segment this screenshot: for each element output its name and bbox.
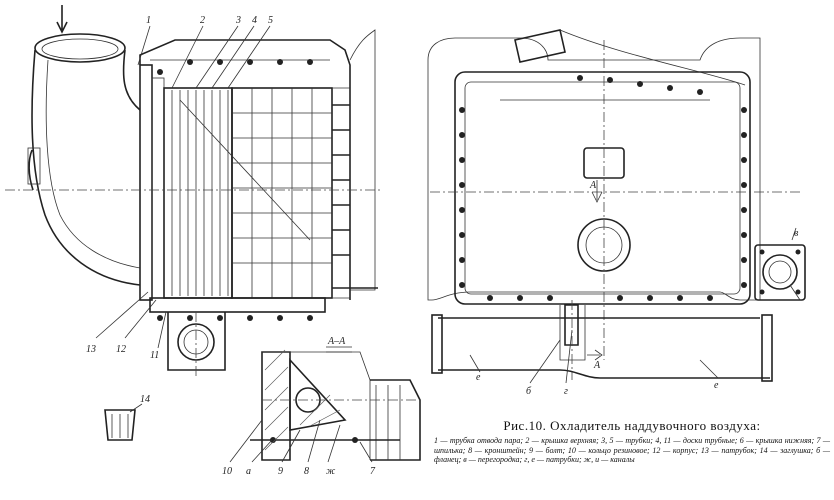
bottom-manifold — [431, 300, 773, 382]
outlet-nozzle-left — [167, 312, 226, 378]
label-g: г — [564, 386, 568, 397]
side-flange — [754, 227, 806, 301]
label-v: в — [794, 228, 799, 239]
label-14: 14 — [140, 394, 150, 405]
label-7: 7 — [370, 466, 376, 477]
label-zh: ж — [326, 466, 336, 477]
label-5: 5 — [268, 15, 273, 26]
label-1: 1 — [146, 15, 151, 26]
side-studs — [332, 104, 378, 289]
perimeter-bolts — [459, 75, 747, 301]
label-a: а — [246, 466, 251, 477]
caption-title: Рис.10. Охладитель наддувочного воздуха: — [503, 418, 761, 433]
label-section-arrow-bottom: А — [593, 360, 601, 371]
label-section-arrow-top: А — [589, 180, 597, 191]
label-8: 8 — [304, 466, 309, 477]
label-e-left: е — [476, 372, 481, 383]
label-10: 10 — [222, 466, 232, 477]
label-13: 13 — [86, 344, 96, 355]
cell-grid — [179, 87, 333, 299]
label-12: 12 — [116, 344, 126, 355]
upper-cover — [139, 39, 351, 300]
cooler-housing — [454, 71, 751, 305]
label-section: А–А — [327, 336, 346, 347]
bottom-bolts — [157, 315, 313, 321]
inlet-arrow — [56, 5, 68, 34]
leader-lines-left — [95, 25, 271, 349]
left-view — [5, 5, 380, 378]
detail-view — [250, 349, 421, 461]
tube-plate-left — [139, 64, 153, 301]
inlet-elbow — [27, 33, 141, 286]
label-b: б — [526, 386, 532, 397]
label-4: 4 — [252, 15, 257, 26]
label-2: 2 — [200, 15, 205, 26]
label-e-right: е — [714, 380, 719, 391]
figure-caption: Рис.10. Охладитель наддувочного воздуха:… — [434, 418, 830, 465]
right-view — [427, 29, 806, 382]
label-3: 3 — [235, 15, 241, 26]
top-bolts — [157, 59, 313, 75]
label-9: 9 — [278, 466, 283, 477]
leader-lines-right — [469, 329, 719, 384]
label-11: 11 — [150, 350, 159, 361]
leader-lines-detail — [229, 419, 373, 463]
caption-legend: 1 — трубка отвода пара; 2 — крышка верхн… — [434, 436, 830, 464]
plug-detail — [104, 403, 143, 441]
